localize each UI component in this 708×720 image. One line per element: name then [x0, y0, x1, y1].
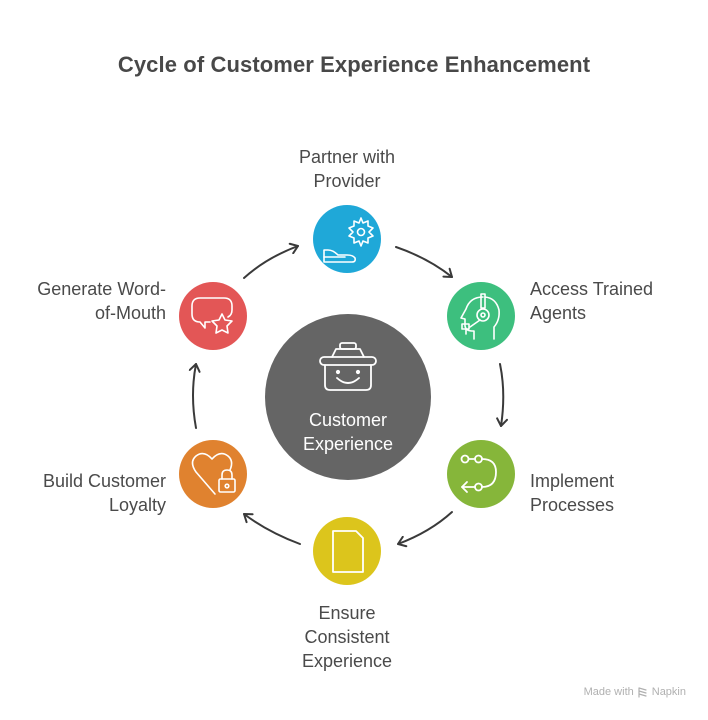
hub-circle: [265, 314, 431, 480]
step-label-partner-with-provider: Partner with Provider: [247, 145, 447, 193]
step-label-ensure-consistent-experience: Ensure Consistent Experience: [247, 601, 447, 673]
step-label-line: Experience: [301, 651, 393, 671]
step-circle: [179, 440, 247, 508]
step-node-ensure-consistent-experience: [313, 517, 381, 585]
speech-star-icon: [191, 297, 233, 334]
gear-hand-icon: [323, 217, 374, 263]
hub-node: [265, 314, 431, 480]
step-node-generate-word-of-mouth: [179, 282, 247, 350]
arrow-partner-to-agents: [395, 246, 453, 278]
hub-label-line: Customer: [308, 410, 388, 430]
step-label-line: Ensure: [318, 603, 376, 623]
step-label-line: Partner with: [298, 147, 396, 167]
document-icon: [332, 530, 364, 573]
step-label-line: Consistent: [304, 627, 390, 647]
footer-prefix: Made with: [583, 686, 634, 698]
hub-label-line: Experience: [302, 434, 394, 454]
step-label-build-customer-loyalty: Build Customer Loyalty: [0, 469, 166, 517]
arrow-agents-to-processes: [496, 363, 508, 427]
step-label-line: Agents: [530, 303, 587, 323]
step-node-implement-processes: [447, 440, 515, 508]
made-with-napkin-badge[interactable]: Made with Napkin: [584, 686, 686, 698]
step-label-line: Provider: [313, 171, 381, 191]
step-label-line: Access Trained: [530, 279, 654, 299]
step-label-line: Loyalty: [108, 495, 166, 515]
step-label-implement-processes: Implement Processes: [530, 469, 700, 517]
step-circle: [447, 440, 515, 508]
step-label-line: Build Customer: [42, 471, 166, 491]
step-circle: [313, 517, 381, 585]
step-label-line: of-Mouth: [94, 303, 166, 323]
step-label-generate-word-of-mouth: Generate Word- of-Mouth: [0, 277, 166, 325]
step-node-partner-with-provider: [313, 205, 381, 273]
footer-brand: Napkin: [651, 686, 686, 698]
process-flow-icon: [460, 454, 497, 493]
step-node-access-trained-agents: [447, 282, 515, 350]
step-circle: [179, 282, 247, 350]
step-label-access-trained-agents: Access Trained Agents: [530, 277, 700, 325]
hub-label: Customer Experience: [266, 408, 430, 456]
step-node-build-customer-loyalty: [179, 440, 247, 508]
step-label-line: Generate Word-: [37, 279, 166, 299]
step-label-line: Processes: [530, 495, 615, 515]
arrow-loyalty-to-wordofmouth: [188, 363, 201, 429]
arrow-ensure-to-loyalty: [243, 513, 301, 545]
cycle-arrows: [188, 242, 508, 548]
headset-agent-icon: [460, 293, 500, 340]
diagram-title: Cycle of Customer Experience Enhancement: [117, 52, 591, 77]
step-label-line: Implement: [530, 471, 615, 491]
napkin-logo-icon: [638, 686, 647, 698]
smiling-basket-icon: [319, 342, 377, 391]
arrow-wordofmouth-to-partner: [243, 242, 299, 279]
arrow-processes-to-ensure: [397, 511, 453, 548]
heart-lock-icon: [191, 452, 236, 495]
